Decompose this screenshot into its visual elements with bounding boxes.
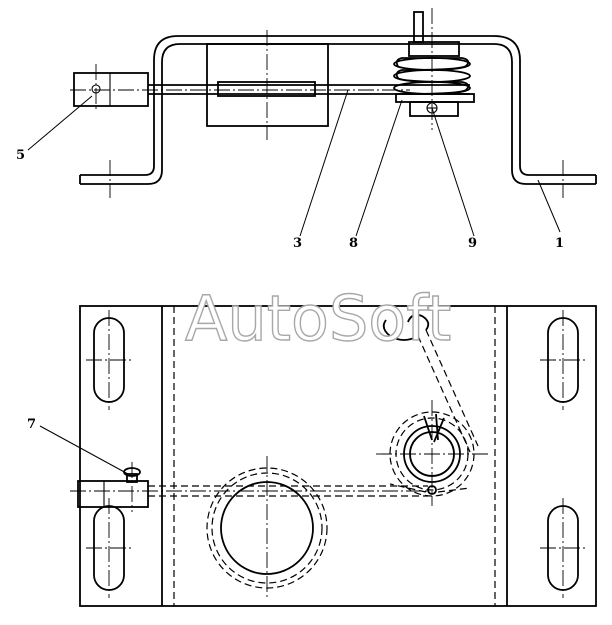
callout-1: 1: [555, 236, 564, 251]
pivot-shaft-top: [413, 11, 424, 43]
leader-9: [431, 107, 475, 237]
leader-5: [27, 95, 93, 151]
bracket-outer-profile: [80, 43, 596, 185]
lever-plate: [395, 93, 475, 103]
watermark-text: AutoSoft: [185, 282, 451, 355]
lever-pivot-pin: [427, 485, 437, 495]
spring-coils: [395, 57, 470, 95]
spring-top-cap: [408, 41, 460, 57]
spring-arm-hidden: [417, 329, 479, 453]
leader-7: [39, 425, 129, 475]
central-block-slot: [217, 81, 316, 97]
side-view: [70, 8, 597, 198]
large-hole-hidden-inner: [211, 472, 323, 584]
callout-5: 5: [16, 148, 25, 163]
leader-1: [537, 179, 561, 233]
base-plate: [79, 305, 597, 607]
leader-3: [299, 89, 349, 237]
spring-arm-hook: [382, 313, 430, 341]
pivot-hub: [409, 101, 459, 117]
lever-arm-hidden: [389, 483, 471, 493]
callout-9: 9: [468, 236, 477, 251]
spring-tang: [423, 413, 445, 443]
plan-view: [70, 305, 597, 607]
leader-8: [355, 99, 403, 237]
callout-3: 3: [293, 236, 302, 251]
callout-8: 8: [349, 236, 358, 251]
callout-7: 7: [27, 417, 36, 432]
callouts: 5 3 8 9 1 7: [16, 89, 564, 475]
clevis-plan-block: [77, 480, 149, 508]
clevis-end: [73, 72, 149, 107]
bracket-inner-profile: [80, 35, 596, 176]
